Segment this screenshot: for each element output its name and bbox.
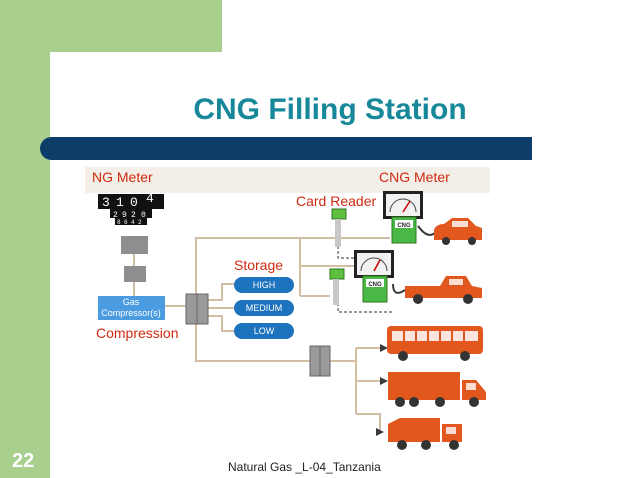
label-compression: Compression <box>96 325 178 341</box>
storage-tank-low <box>234 323 294 339</box>
meter-digit: 2 <box>113 211 118 220</box>
title-divider-bar <box>40 137 532 160</box>
slide-title: CNG Filling Station <box>193 93 467 126</box>
car-icon <box>434 218 482 245</box>
card-reader-2 <box>329 268 345 305</box>
meter-digit: 4 <box>146 191 154 206</box>
flow-arrows <box>376 344 388 436</box>
compressor-label-line1: Gas <box>123 297 140 307</box>
page-number: 22 <box>12 450 35 472</box>
diagram-backdrop <box>85 167 490 193</box>
filter-box <box>121 236 148 254</box>
ng-meter-display: 3 1 0 4 2 9 2 0 8 6 4 2 <box>98 191 164 226</box>
meter-digit: 0 <box>141 211 146 220</box>
storage-tank-medium <box>234 300 294 316</box>
footer-text: Natural Gas _L-04_Tanzania <box>228 460 381 474</box>
tank-label-low: LOW <box>254 326 275 336</box>
label-storage: Storage <box>234 257 283 273</box>
valve-box <box>124 266 146 282</box>
garbage-truck-icon <box>388 418 462 450</box>
background-green-top <box>0 0 222 52</box>
dispenser-badge: CNG <box>397 223 411 229</box>
pipes <box>133 236 390 430</box>
gas-compressor-box <box>98 296 165 320</box>
meter-digit: 4 <box>131 219 135 226</box>
meter-digit: 9 <box>122 211 127 220</box>
background-green-left <box>0 0 50 478</box>
storage-tanks: HIGH MEDIUM LOW <box>234 277 294 339</box>
meter-digit: 2 <box>138 219 142 226</box>
pickup-truck-icon <box>405 276 482 304</box>
tank-label-high: HIGH <box>253 280 276 290</box>
meter-digit: 3 <box>102 195 110 210</box>
dispenser-badge: CNG <box>368 282 382 288</box>
cng-dispenser-2: CNG <box>354 250 394 303</box>
tank-label-medium: MEDIUM <box>246 303 283 313</box>
label-ng-meter: NG Meter <box>92 169 153 185</box>
meter-digit: 8 <box>117 219 121 226</box>
delivery-truck-icon <box>388 372 486 407</box>
label-cng-meter: CNG Meter <box>379 169 450 185</box>
label-card-reader: Card Reader <box>296 193 376 209</box>
compressor-label-line2: Compressor(s) <box>101 308 161 318</box>
meter-digit: 0 <box>130 195 138 210</box>
meter-digit: 1 <box>116 195 124 210</box>
meter-digit: 2 <box>131 211 136 220</box>
card-reader-1 <box>331 208 347 247</box>
meter-digit: 6 <box>124 219 128 226</box>
cng-dispenser-1: CNG <box>383 191 423 244</box>
bus-icon <box>387 326 483 361</box>
storage-tank-high <box>234 277 294 293</box>
